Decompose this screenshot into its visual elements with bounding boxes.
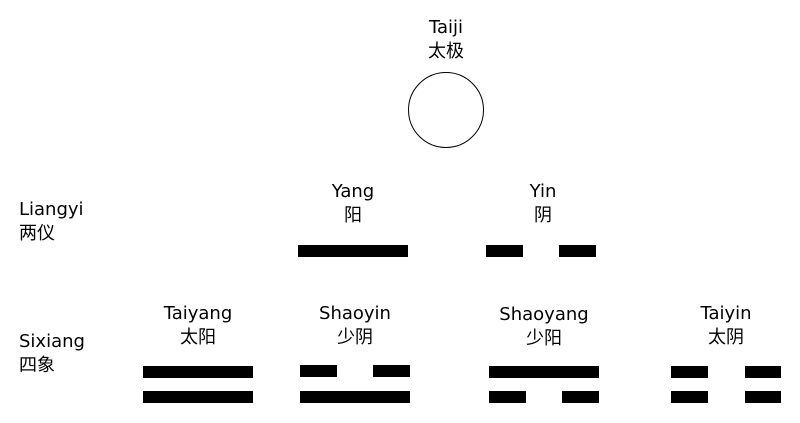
sixiang-row-pinyin: Sixiang bbox=[19, 331, 85, 352]
taiyin-top-broken-line-right bbox=[745, 366, 781, 378]
shaoyin-top-broken-line-right bbox=[373, 365, 410, 377]
taiyang-label: Taiyang 太阳 bbox=[148, 302, 248, 350]
shaoyin-label: Shaoyin 少阴 bbox=[305, 302, 405, 350]
taiyin-top-broken-line-left bbox=[671, 366, 708, 378]
taiyang-top-solid-line bbox=[143, 366, 253, 378]
taiyang-bottom-solid-line bbox=[143, 391, 253, 403]
yang-label: Yang 阳 bbox=[303, 180, 403, 228]
yin-broken-line-right bbox=[559, 245, 596, 257]
taiyin-bottom-broken-line-right bbox=[745, 391, 781, 403]
taiyang-pinyin: Taiyang bbox=[163, 303, 233, 324]
row-label-liangyi: Liangyi 两仪 bbox=[19, 198, 84, 246]
taiji-circle bbox=[408, 72, 484, 148]
yang-solid-line bbox=[298, 245, 408, 257]
shaoyang-pinyin: Shaoyang bbox=[499, 304, 589, 325]
yin-label: Yin 阴 bbox=[493, 180, 593, 228]
shaoyin-pinyin: Shaoyin bbox=[319, 303, 391, 324]
taiyang-hanzi: 太阳 bbox=[180, 327, 216, 348]
shaoyang-hanzi: 少阳 bbox=[526, 328, 562, 349]
liangyi-row-pinyin: Liangyi bbox=[19, 199, 84, 220]
shaoyin-top-broken-line-left bbox=[300, 365, 337, 377]
shaoyang-bottom-broken-line-right bbox=[562, 391, 599, 403]
taiyin-hanzi: 太阴 bbox=[708, 327, 744, 348]
taiji-pinyin: Taiji bbox=[428, 17, 464, 38]
shaoyin-bottom-solid-line bbox=[300, 391, 410, 403]
shaoyang-top-solid-line bbox=[489, 366, 599, 378]
yang-pinyin: Yang bbox=[331, 181, 375, 202]
taiyin-label: Taiyin 太阴 bbox=[676, 302, 776, 350]
shaoyang-label: Shaoyang 少阳 bbox=[484, 303, 604, 351]
yin-pinyin: Yin bbox=[529, 181, 557, 202]
yin-hanzi: 阴 bbox=[534, 205, 552, 226]
shaoyin-hanzi: 少阴 bbox=[337, 327, 373, 348]
taiji-label: Taiji 太极 bbox=[396, 16, 496, 64]
row-label-sixiang: Sixiang 四象 bbox=[19, 330, 85, 378]
taiyin-pinyin: Taiyin bbox=[700, 303, 752, 324]
liangyi-row-hanzi: 两仪 bbox=[19, 223, 55, 244]
yang-hanzi: 阳 bbox=[344, 205, 362, 226]
shaoyang-bottom-broken-line-left bbox=[489, 391, 526, 403]
taiji-hanzi: 太极 bbox=[428, 41, 464, 62]
yin-broken-line-left bbox=[486, 245, 523, 257]
sixiang-row-hanzi: 四象 bbox=[19, 355, 55, 376]
taiyin-bottom-broken-line-left bbox=[671, 391, 708, 403]
